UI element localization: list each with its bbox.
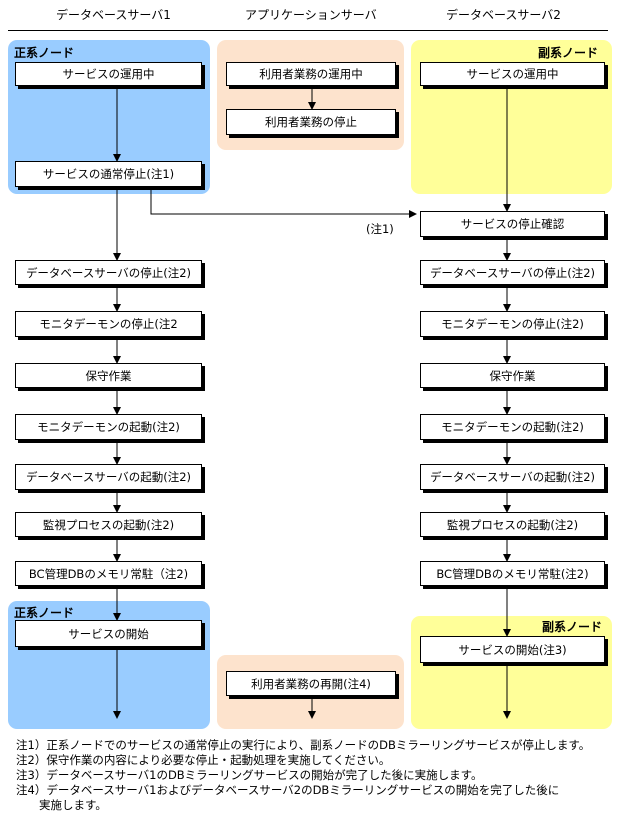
db2-service-running-box: サービスの運用中 [420,62,605,86]
db1-service-normal-stop-box: サービスの通常停止(注1) [15,161,202,187]
header-divider [8,30,608,31]
db2-monitor-stop-box: モニタデーモンの停止(注2) [420,311,605,337]
app-user-ops-running-box: 利用者業務の運用中 [226,62,396,86]
db2-db-server-start-box: データベースサーバの起動(注2) [420,464,605,490]
db1-maintenance-box: 保守作業 [15,363,202,388]
header-db-server-1: データベースサーバ1 [56,8,171,22]
db1-bc-resident-box: BC管理DBのメモリ常駐（注2) [15,561,202,586]
db1-db-server-stop-box: データベースサーバの停止(注2) [15,260,202,285]
db1-watch-process-start-box: 監視プロセスの起動(注2) [15,512,202,537]
db1-db-server-start-box: データベースサーバの起動(注2) [15,464,202,490]
footnotes: 注1）正系ノードでのサービスの通常停止の実行により、副系ノードのDBミラーリング… [16,738,590,813]
header-db-server-2: データベースサーバ2 [446,8,561,22]
footnote-2: 注2）保守作業の内容により必要な停止・起動処理を実施してください。 [16,753,391,767]
footnote-4-cont: 実施します。 [16,798,107,812]
footnote-4: 注4）データベースサーバ1およびデータベースサーバ2のDBミラーリングサービスの… [16,783,560,797]
secondary-node-title-top: 副系ノード [537,46,598,60]
secondary-node-title-bottom: 副系ノード [541,620,602,634]
db1-monitor-start-box: モニタデーモンの起動(注2) [15,414,202,440]
db1-service-running-box: サービスの運用中 [15,62,202,86]
db1-service-start-box: サービスの開始 [15,620,202,647]
db2-maintenance-box: 保守作業 [420,363,605,388]
secondary-node-region-bottom: 副系ノード [411,616,612,729]
app-user-ops-resume-box: 利用者業務の再開(注4) [226,671,396,696]
primary-node-title-bottom: 正系ノード [14,606,75,620]
cross-arrow-note: (注1) [366,222,394,236]
db2-service-start-box: サービスの開始(注3) [420,636,605,663]
db2-db-server-stop-box: データベースサーバの停止(注2) [420,260,605,285]
db2-monitor-start-box: モニタデーモンの起動(注2) [420,414,605,440]
footnote-1: 注1）正系ノードでのサービスの通常停止の実行により、副系ノードのDBミラーリング… [16,738,591,752]
db2-service-stop-confirm-box: サービスの停止確認 [420,211,605,237]
footnote-3: 注3）データベースサーバ1のDBミラーリングサービスの開始が完了した後に実施しま… [16,768,483,782]
primary-node-title-top: 正系ノード [14,46,75,60]
db1-monitor-stop-box: モニタデーモンの停止(注2 [15,311,202,337]
db2-bc-resident-box: BC管理DBのメモリ常駐(注2) [420,561,605,586]
app-user-ops-stop-box: 利用者業務の停止 [226,109,396,135]
db2-watch-process-start-box: 監視プロセスの起動(注2) [420,512,605,537]
header-app-server: アプリケーションサーバ [245,8,377,22]
